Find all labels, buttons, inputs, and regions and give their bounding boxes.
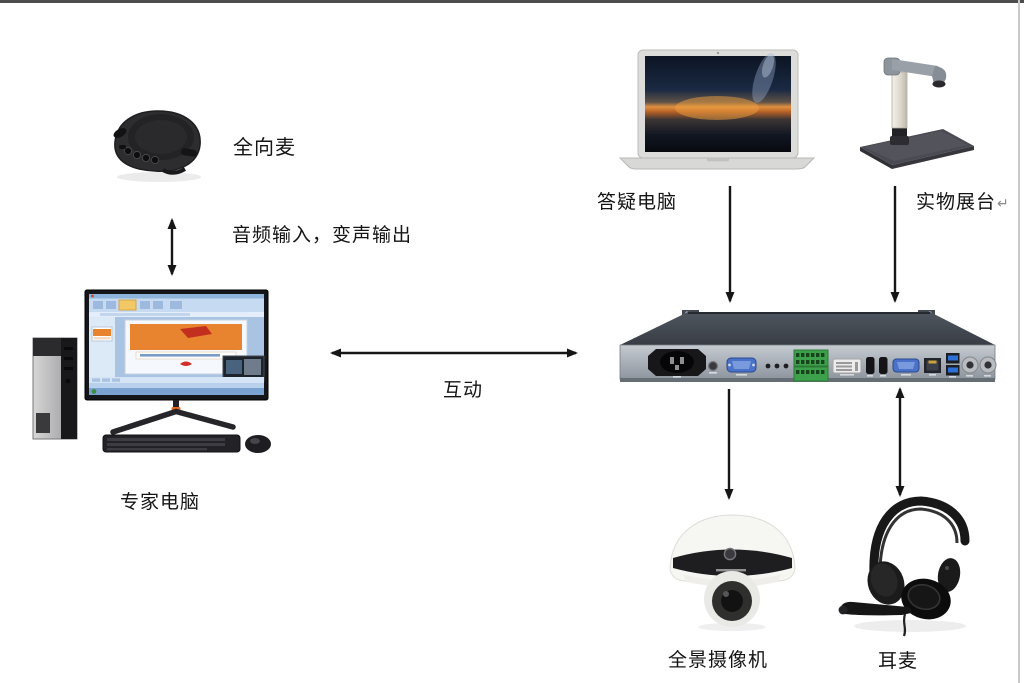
interaction-link-label: 互动 [443, 380, 484, 401]
mic-label: 全向麦 [233, 137, 296, 159]
mouse [245, 435, 271, 453]
omnidirectional-mic-icon [113, 110, 201, 182]
expert-pc-label: 专家电脑 [120, 492, 201, 513]
expert-computer-icon [32, 289, 271, 453]
mic-pc-link-label: 音频输入，变声输出 [232, 225, 413, 246]
headset-label: 耳麦 [878, 651, 919, 672]
top-border-line [0, 0, 1024, 3]
doc-camera-label: 实物展台↵ [916, 192, 1010, 213]
pc-monitor [84, 289, 269, 401]
keyboard [102, 434, 241, 453]
host-rack-unit-icon [619, 310, 997, 382]
headset-icon [838, 496, 970, 637]
panoramic-camera-icon [669, 514, 796, 631]
doc-camera-icon [860, 57, 974, 169]
return-mark: ↵ [997, 195, 1010, 211]
qa-laptop-label: 答疑电脑 [597, 192, 678, 213]
rack-ports [648, 349, 997, 382]
panoramic-camera-label: 全景摄像机 [668, 650, 769, 671]
qa-laptop-icon [618, 49, 816, 170]
pc-tower [32, 337, 78, 440]
right-border-line [1018, 0, 1020, 683]
monitor-stand [110, 400, 236, 435]
